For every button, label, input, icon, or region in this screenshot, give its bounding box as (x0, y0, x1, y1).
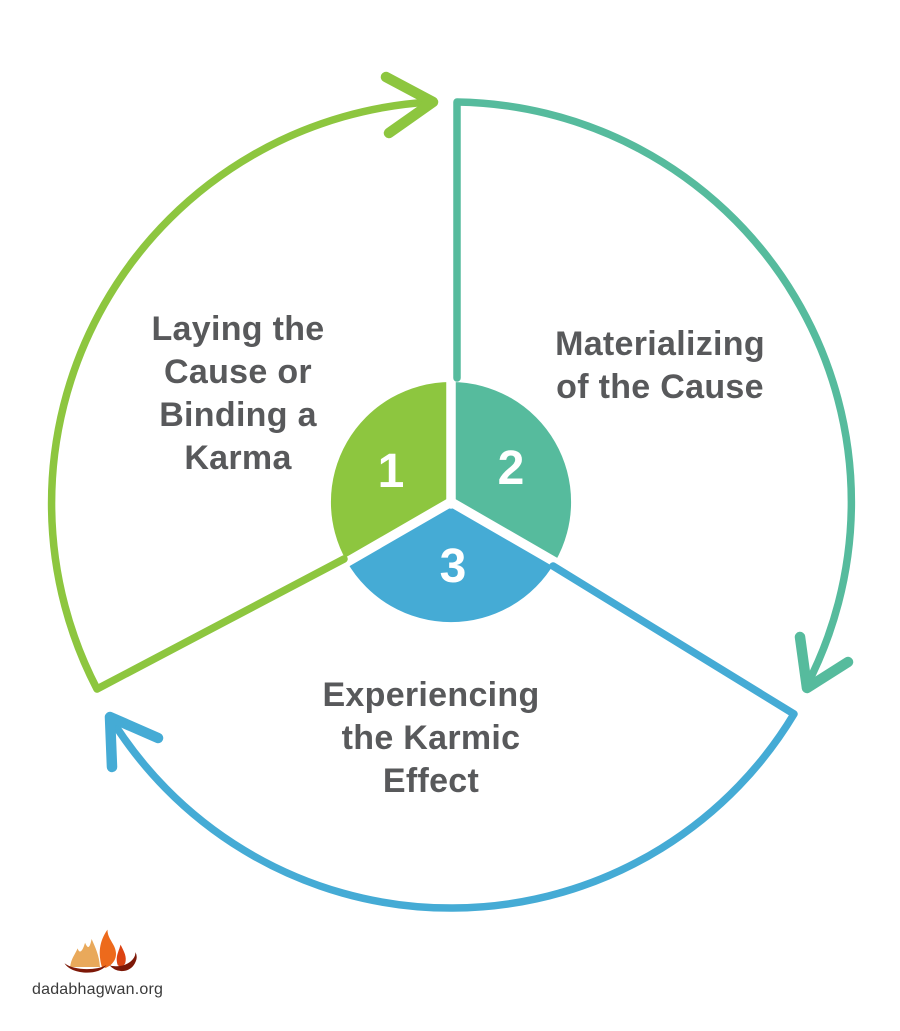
diya-right-flame (116, 944, 126, 967)
stage-2-label-line: Materializing (555, 325, 765, 363)
stage-1-arrow (47, 71, 439, 693)
stage-2-arc (453, 98, 856, 691)
pie-separator-right (446, 497, 572, 574)
diya-left-flame (99, 929, 116, 968)
diya-bowl (64, 963, 107, 973)
stage-3-arrowhead-icon (104, 711, 164, 773)
diya-flame-icon (64, 929, 137, 973)
stage-1-label-line: Cause or (164, 353, 312, 391)
stage-1-number: 1 (378, 445, 405, 498)
stage-1-arc (47, 98, 435, 693)
website-url: dadabhagwan.org (32, 981, 164, 998)
stage-2-label-line: of the Cause (556, 368, 764, 406)
stage-1-label-line: Binding a (159, 396, 317, 434)
stage-2-number: 2 (498, 442, 525, 495)
diya-mound-flame (70, 939, 100, 967)
pie-separator-left (330, 497, 456, 574)
stage-3-number: 3 (440, 540, 467, 593)
stage-3-arc (106, 562, 798, 912)
stage-1-label-line: Karma (184, 439, 292, 477)
stage-2-arrow (453, 98, 856, 694)
stage-3-label-line: the Karmic (341, 719, 521, 757)
stage-2-label: Materializing of the Cause (510, 323, 810, 409)
stage-3-label-line: Experiencing (322, 676, 540, 714)
stage-1-label-line: Laying the (151, 310, 325, 348)
stage-3-arrow (104, 562, 798, 912)
diya-right-bowl (109, 952, 137, 972)
stage-2-arrowhead-icon (794, 631, 854, 694)
stage-1-label: Laying the Cause or Binding a Karma (88, 308, 388, 480)
stage-3-label-line: Effect (382, 762, 480, 800)
pie-chart: 1 2 3 (330, 363, 572, 623)
stage-1-arrowhead-icon (380, 71, 439, 139)
stage-3-label: Experiencing the Karmic Effect (281, 674, 581, 803)
